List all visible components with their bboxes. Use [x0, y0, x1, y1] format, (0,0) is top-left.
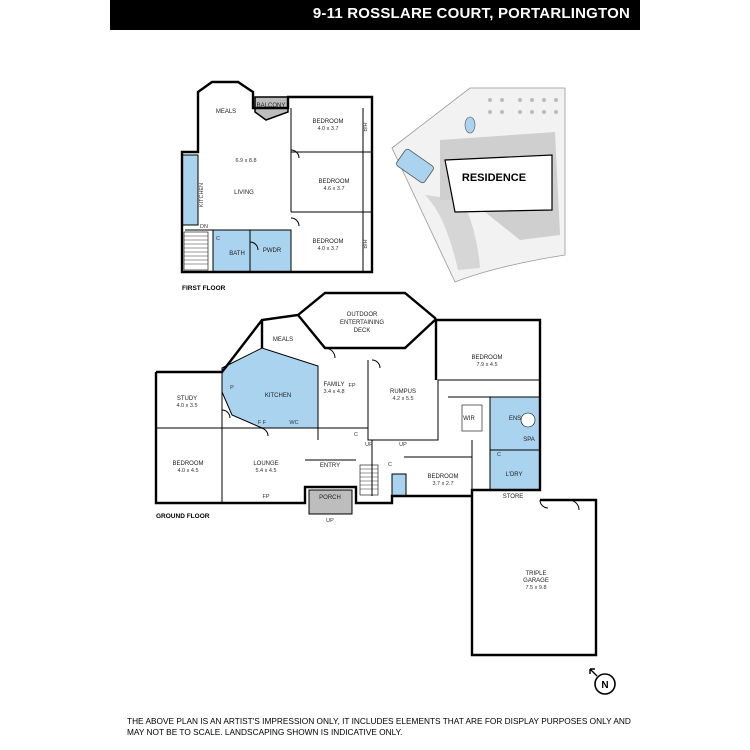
gf-kitchen-area [221, 347, 319, 429]
residence-label: RESIDENCE [462, 172, 526, 184]
gf-bedroom-small-label: BEDROOM [427, 474, 458, 480]
ground-floor-title: GROUND FLOOR [156, 513, 210, 520]
ff-balcony-label: BALCONY [257, 103, 286, 109]
gf-wc [391, 473, 407, 497]
ff-bedroom1-label: BEDROOM [312, 119, 343, 125]
first-floor-outline [180, 80, 374, 274]
gf-bedroom-small-dims: 3.7 x 2.7 [432, 481, 453, 487]
gf-fireplace1-label: FP [348, 383, 355, 389]
gf-spa-label: SPA [523, 437, 535, 443]
gf-laundry-label: L'DRY [505, 472, 522, 478]
first-floor-wet-area [212, 229, 292, 273]
gf-lounge-dims: 5.4 x 4.5 [255, 468, 276, 474]
ff-dn-label: DN [200, 224, 208, 230]
gf-meals-label: MEALS [273, 337, 293, 343]
gf-study-dims: 4.0 x 3.5 [176, 403, 197, 409]
gf-entry-label: ENTRY [320, 463, 340, 469]
ff-kitchen-label: KITCHEN [199, 183, 205, 207]
gf-ensuite-label: ENS [509, 416, 521, 422]
first-floor-plan: MEALS BALCONY BEDROOM 4.0 x 3.7 BEDROOM … [180, 80, 374, 292]
gf-cupboard3-label: C [497, 452, 501, 458]
site-pool [396, 148, 434, 184]
ff-bir1-label: BIR [363, 122, 369, 131]
first-floor-kitchen-bench [181, 154, 199, 226]
ff-bedroom3-dims: 4.0 x 3.7 [317, 246, 338, 252]
gf-stairs [359, 464, 379, 496]
gf-bedroom-left-dims: 4.0 x 4.5 [177, 468, 198, 474]
gf-up2-label: UP [365, 442, 373, 448]
disclaimer-text: The above plan is an artist's impression… [127, 716, 631, 737]
gf-family-dims: 3.4 x 4.8 [323, 389, 344, 395]
gf-garage-label-2: GARAGE [523, 578, 549, 584]
ff-bedroom1-dims: 4.0 x 3.7 [317, 126, 338, 132]
ff-living-dims: 6.9 x 8.8 [235, 158, 256, 164]
ff-pwdr-label: PWDR [263, 248, 282, 254]
ff-cupboard-label: C [216, 236, 220, 242]
compass-icon: N [589, 668, 616, 695]
gf-cupboard2-label: C [388, 462, 392, 468]
ff-living-label: LIVING [234, 190, 254, 196]
gf-fireplace2-label: FP [262, 494, 269, 500]
gf-outdoor-label-2: ENTERTAINING [340, 320, 384, 326]
gf-bedroom-main-dims: 7.9 x 4.5 [476, 362, 497, 368]
gf-study-label: STUDY [177, 396, 197, 402]
gf-rumpus-label: RUMPUS [390, 389, 416, 395]
site-plan: RESIDENCE [391, 87, 566, 283]
gf-bedroom-main-label: BEDROOM [471, 355, 502, 361]
gf-store-label: STORE [503, 494, 524, 500]
gf-pantry-label: P [230, 385, 234, 391]
gf-outdoor-label-1: OUTDOOR [347, 312, 378, 318]
gf-bedroom-left-label: BEDROOM [172, 461, 203, 467]
gf-garage-dims: 7.5 x 9.8 [525, 585, 546, 591]
ff-bedroom3-label: BEDROOM [312, 239, 343, 245]
ff-bedroom2-dims: 4.6 x 3.7 [323, 186, 344, 192]
gf-rumpus-dims: 4.2 x 5.5 [392, 396, 413, 402]
gf-outdoor-label-3: DECK [354, 328, 371, 334]
property-address: 9-11 ROSSLARE COURT, PORTARLINGTON [312, 5, 630, 22]
ff-bir2-label: BIR [363, 239, 369, 248]
ff-meals-label: MEALS [216, 109, 236, 115]
gf-cupboard1-label: C [354, 432, 358, 438]
first-floor-title: FIRST FLOOR [182, 285, 226, 292]
gf-porch-label: PORCH [319, 495, 341, 501]
gf-wc-label: WC [289, 420, 298, 426]
title-bar: 9-11 ROSSLARE COURT, PORTARLINGTON [110, 0, 640, 30]
gf-lounge-label: LOUNGE [253, 461, 278, 467]
first-floor-stairs [183, 231, 209, 271]
ground-floor-plan: OUTDOOR ENTERTAINING DECK MEALS KITCHEN … [154, 291, 598, 657]
site-pond [464, 116, 476, 134]
gf-up3-label: UP [399, 442, 407, 448]
gf-fridge-label: F F [258, 420, 267, 426]
gf-laundry [489, 449, 541, 491]
gf-garage-label-1: TRIPLE [525, 571, 546, 577]
compass-north-label: N [601, 680, 608, 691]
porch [308, 489, 353, 515]
ff-bedroom2-label: BEDROOM [318, 179, 349, 185]
gf-up1-label: UP [326, 518, 334, 524]
ff-bath-label: BATH [229, 251, 245, 257]
gf-kitchen-label: KITCHEN [265, 393, 291, 399]
gf-family-label: FAMILY [324, 382, 345, 388]
gf-wir-label: WIR [463, 416, 475, 422]
